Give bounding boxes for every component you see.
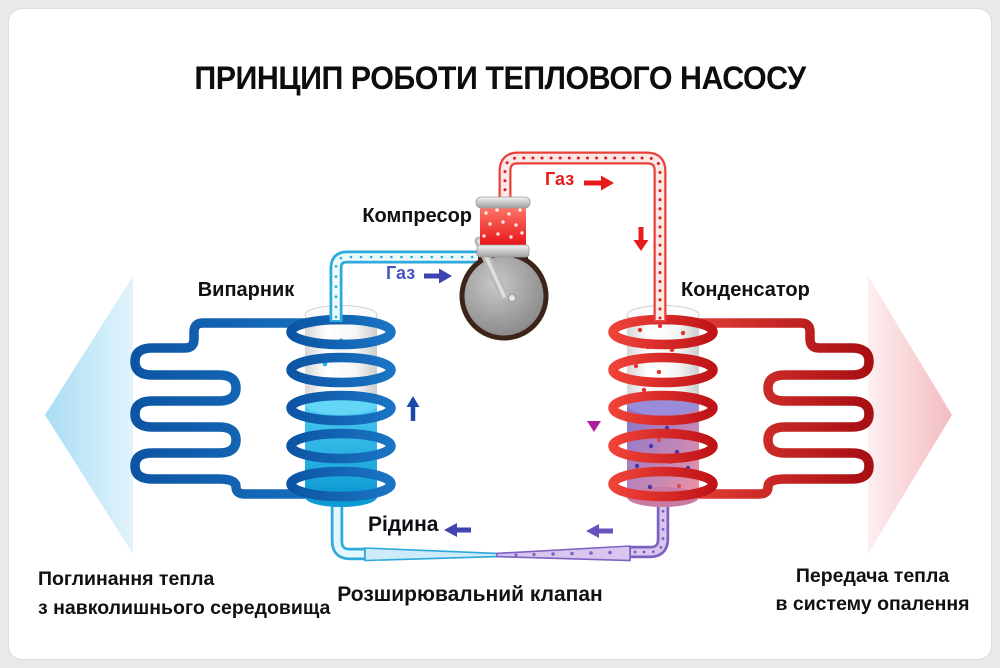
evaporator-coil [130, 318, 357, 499]
label-expansion-valve: Розширювальний клапан [337, 583, 603, 606]
heat-out-arrow [868, 276, 952, 554]
label-gas-cold: Газ [386, 263, 416, 283]
heat-in-arrow [45, 276, 133, 554]
label-gas-hot: Газ [545, 169, 575, 189]
heat-absorption-line2: з навколишнього середовища [38, 596, 331, 619]
heat-transfer-line1: Передача тепла [795, 565, 950, 587]
flow-arrow-hot-down-icon [633, 227, 649, 251]
flow-arrow-hot-right-icon [584, 175, 614, 191]
flow-arrow-liquid-left-icon [444, 523, 471, 537]
compressor [459, 196, 549, 341]
heat-absorption-line1: Поглинання тепла [38, 568, 215, 590]
page-title: ПРИНЦИП РОБОТИ ТЕПЛОВОГО НАСОСУ [194, 60, 806, 96]
condenser-spiral [608, 314, 718, 502]
flow-arrow-condense-down-icon [587, 403, 601, 432]
label-evaporator: Випарник [197, 279, 295, 301]
label-heat-transfer: Передача тепла в систему опалення [770, 563, 975, 618]
hot-gas-pipe [498, 151, 667, 322]
condenser-liquid-pipe [496, 488, 670, 562]
flow-arrow-evaporate-up-icon [406, 396, 420, 421]
label-condenser: Конденсатор [681, 279, 810, 301]
label-liquid: Рідина [368, 513, 439, 536]
label-compressor: Компресор [362, 205, 472, 227]
flow-arrow-cold-right-icon [424, 268, 452, 284]
label-heat-absorption: Поглинання тепла з навколишнього середов… [38, 565, 330, 622]
flow-arrow-liquid-left2-icon [586, 524, 613, 538]
condenser-coil [647, 318, 874, 499]
expansion-valve [496, 545, 631, 562]
cold-gas-pipe [329, 250, 500, 322]
liquid-pipe [330, 488, 498, 562]
heat-transfer-line2: в систему опалення [775, 592, 970, 615]
